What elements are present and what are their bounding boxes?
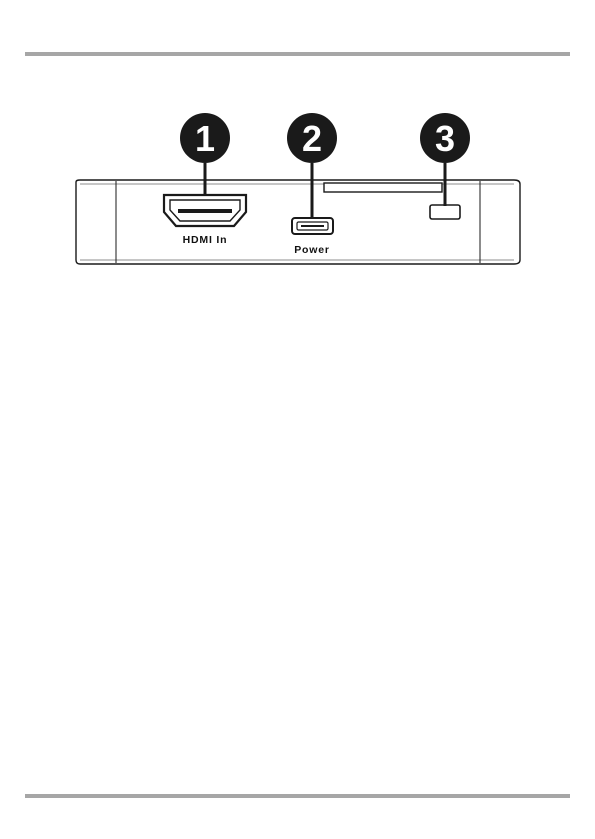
hdmi-port-label: HDMI In [183,234,228,246]
callout-3: 3 [420,113,470,163]
callout-2: 2 [287,113,337,163]
power-port [292,218,333,234]
top-divider [25,52,570,56]
callout-2-number: 2 [302,118,322,159]
power-port-label: Power [294,244,330,256]
bottom-divider [25,794,570,798]
callout-3-number: 3 [435,118,455,159]
callout-1-number: 1 [195,118,215,159]
callout-1: 1 [180,113,230,163]
indicator-button [430,205,460,219]
hdmi-port [164,195,246,226]
device-illustration: 1 2 3 [60,108,540,283]
card-slot [324,183,442,192]
device-rear-panel-diagram: 1 2 3 HDMI In Power [60,108,540,283]
